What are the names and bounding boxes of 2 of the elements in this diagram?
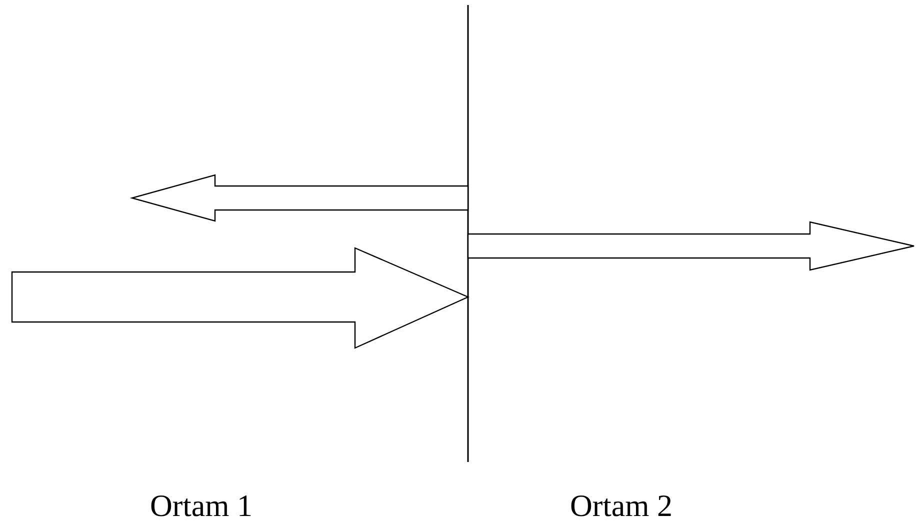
- medium-label: Ortam 2: [570, 490, 672, 521]
- medium-label: Ortam 1: [150, 490, 252, 521]
